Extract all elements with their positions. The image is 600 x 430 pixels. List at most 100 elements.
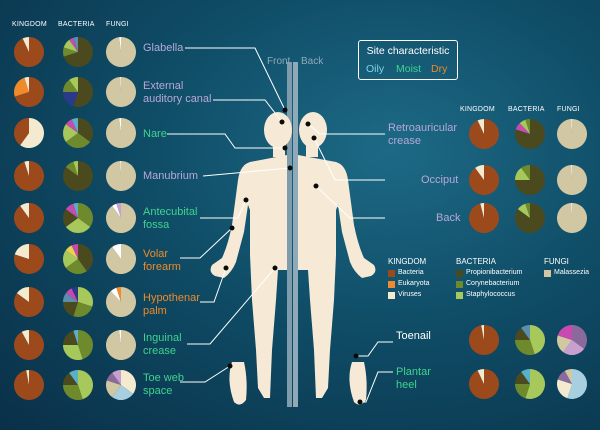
pie-hypothenar-palm-bacteria-slice-3 [63,293,78,302]
site-label-back: Back [436,212,461,224]
pie-external-auditory-canal-fungi-slice-1 [120,77,121,92]
key-item-corynebacterium: Corynebacterium [466,280,520,287]
pie-back-bacteria-slice-2 [525,203,530,218]
right-header-fungi: FUNGI [557,106,580,113]
pie-toe-web-space-fungi-slice-0 [121,370,137,394]
pie-volar-forearm-fungi-slice-0 [106,244,136,275]
pie-plantar-heel-fungi-slice-2 [557,370,572,384]
pie-hypothenar-palm-bacteria-slice-0 [78,287,93,307]
marker-external-auditory-canal [279,119,285,125]
left-header-kingdom: KINGDOM [12,21,47,28]
marker-toe-web-space [227,363,233,369]
pie-hypothenar-palm-kingdom-slice-1 [16,287,29,302]
pie-toenail-fungi-slice-2 [557,335,572,353]
marker-manubrium [287,165,293,171]
pie-toenail-bacteria-slice-0 [530,325,545,355]
pie-external-auditory-canal-bacteria-slice-3 [69,77,78,92]
pie-inguinal-crease-fungi-slice-0 [105,330,136,361]
pie-nare-bacteria-slice-3 [65,119,78,133]
divider-bar-front [287,62,292,407]
leader-toe-web-space [180,365,231,383]
pie-inguinal-crease-bacteria-slice-1 [62,345,83,360]
pie-charts [13,37,588,401]
pie-back-kingdom-slice-1 [480,203,484,218]
pie-inguinal-crease-bacteria-slice-2 [63,330,78,345]
pie-toe-web-space-bacteria-slice-2 [63,372,78,385]
pie-inguinal-crease-fungi-slice-1 [119,330,121,345]
site-label-occiput: Occiput [421,174,459,186]
pie-manubrium-fungi-slice-1 [120,161,121,176]
pie-volar-forearm-bacteria-slice-1 [65,259,87,274]
pie-inguinal-crease-kingdom-slice-0 [14,330,45,361]
site-label-manubrium: Manubrium [143,170,199,182]
pie-nare-fungi-slice-0 [105,118,136,148]
pie-antecubital-fossa-bacteria-slice-1 [65,218,91,233]
key-swatch-propionibacterium [456,270,463,277]
key-swatch-eukaryota [388,281,395,288]
pie-toenail-fungi-slice-3 [557,325,572,340]
marker-antecubital-fossa [243,197,249,203]
marker-inguinal-crease [272,265,278,271]
dry-label: Dry [431,63,448,75]
pie-hypothenar-palm-kingdom-slice-0 [13,287,44,318]
pie-plantar-heel-fungi-slice-3 [564,369,572,384]
key-item-eukaryota: Eukaryota [398,280,430,287]
leader-lines [167,47,393,403]
leader-hypothenar-palm [200,267,227,303]
key-item-propionibacterium: Propionibacterium [466,269,523,276]
pie-plantar-heel-bacteria-slice-1 [515,384,530,399]
site-label-toenail: Toenail [396,330,431,342]
pie-plantar-heel-bacteria-slice-2 [515,371,530,384]
pie-external-auditory-canal-kingdom-slice-0 [14,77,45,108]
pie-glabella-kingdom-slice-1 [22,37,29,52]
key-item-malassezia: Malassezia [554,269,590,276]
pie-retroauricular-crease-kingdom-slice-0 [469,119,500,150]
pie-external-auditory-canal-bacteria-slice-2 [63,79,78,92]
pie-external-auditory-canal-kingdom-slice-2 [24,77,29,92]
front-label: Front [267,56,291,67]
pie-plantar-heel-bacteria-slice-3 [521,369,530,384]
pie-occiput-kingdom-slice-1 [475,165,484,180]
pie-hypothenar-palm-bacteria-slice-2 [63,302,78,317]
pie-antecubital-fossa-kingdom-slice-0 [14,203,45,234]
marker-occiput [311,135,317,141]
marker-toenail [353,353,359,359]
pie-toenail-fungi-slice-0 [572,325,587,349]
pie-toe-web-space-fungi-slice-4 [112,370,121,385]
site-characteristic-title: Site characteristic [366,45,450,57]
pie-occiput-bacteria-slice-2 [521,165,530,180]
marker-hypothenar-palm [223,265,229,271]
pie-toenail-bacteria-slice-2 [515,327,530,340]
pie-volar-forearm-bacteria-slice-4 [71,244,78,259]
front-body [210,112,292,405]
leader-nare [167,133,285,149]
leader-antecubital-fossa [200,199,247,219]
pie-hypothenar-palm-bacteria-slice-1 [73,302,93,317]
leader-inguinal-crease [187,267,276,345]
pie-glabella-fungi-slice-1 [119,37,121,52]
pie-toenail-bacteria-slice-1 [515,340,535,355]
leader-manubrium [202,167,291,177]
key-swatch-corynebacterium [456,281,463,288]
pie-antecubital-fossa-bacteria-slice-4 [73,203,78,218]
marker-retroauricular-crease [305,121,311,127]
key-swatch-viruses [388,292,395,299]
pie-plantar-heel-fungi-slice-1 [557,379,572,399]
divider-bar-back [293,62,298,407]
pie-retroauricular-crease-bacteria-slice-2 [519,119,530,134]
pie-plantar-heel-kingdom-slice-0 [468,369,499,399]
pie-antecubital-fossa-bacteria-slice-2 [63,209,78,227]
pie-back-bacteria-slice-0 [515,203,546,233]
pie-glabella-bacteria-slice-3 [69,37,78,52]
pie-back-fungi-slice-0 [557,203,588,233]
pie-hypothenar-palm-fungi-slice-0 [105,287,136,318]
pie-volar-forearm-bacteria-slice-3 [65,245,78,259]
site-characteristic-legend: Site characteristic Oily Moist Dry [358,40,458,80]
key-item-staphylococcus: Staphylococcus [466,291,516,298]
marker-nare [282,145,288,151]
